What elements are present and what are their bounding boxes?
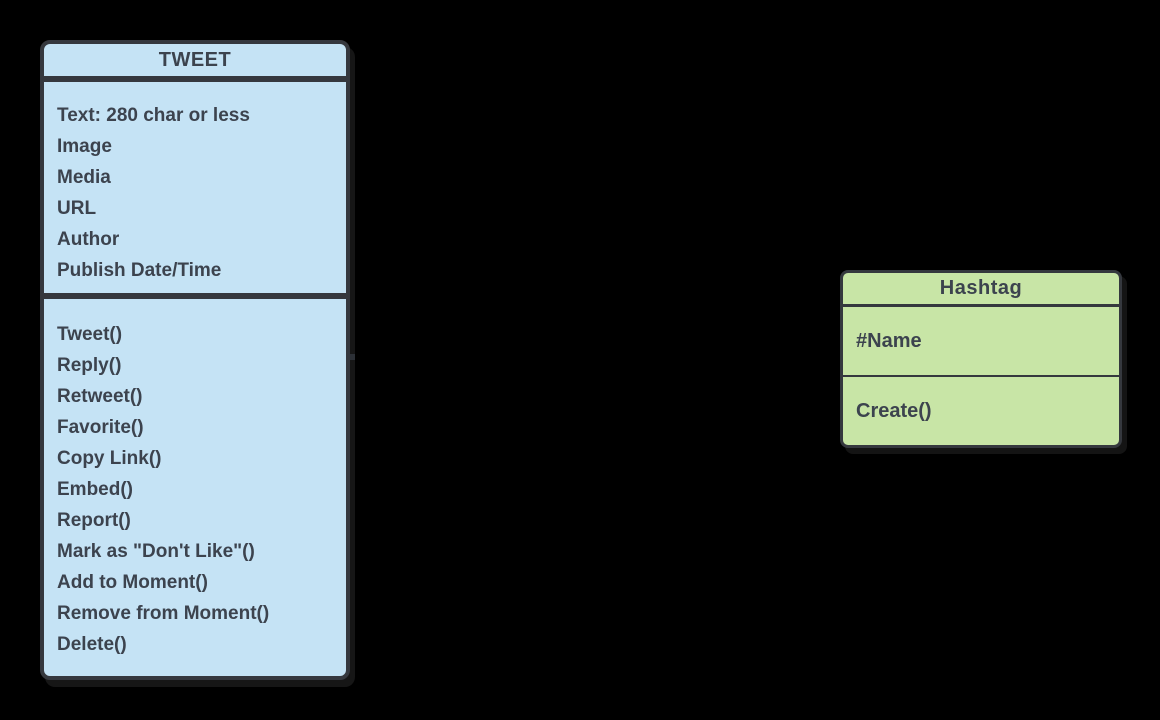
class-method: Embed() (57, 479, 133, 500)
methods-compartment: Tweet() Reply() Retweet() Favorite() Cop… (44, 299, 346, 676)
compartment-divider (843, 374, 1119, 377)
compartment-divider (44, 293, 346, 299)
class-attribute: URL (57, 198, 97, 219)
class-method: Report() (57, 510, 131, 531)
class-method: Favorite() (57, 417, 144, 438)
class-title-hashtag: Hashtag (939, 277, 1023, 299)
class-attribute: Text: 280 char or less (57, 105, 250, 126)
class-title-tweet: TWEET (158, 48, 232, 71)
attributes-compartment: #Name (843, 307, 1119, 375)
class-method: Mark as "Don't Like"() (57, 541, 255, 562)
class-attribute: Media (57, 167, 111, 188)
class-method: Tweet() (57, 324, 123, 345)
class-method: Copy Link() (57, 448, 162, 469)
class-method: Remove from Moment() (57, 603, 270, 624)
class-method: Retweet() (57, 386, 143, 407)
class-method: Create() (856, 400, 932, 422)
class-method: Delete() (57, 634, 127, 655)
class-attribute: Author (57, 229, 120, 250)
attributes-compartment: Text: 280 char or less Image Media URL A… (44, 82, 346, 293)
class-attribute: Image (57, 136, 112, 157)
connector-stub (350, 354, 355, 360)
compartment-divider (843, 304, 1119, 307)
class-node-hashtag[interactable]: Hashtag #Name Create() (840, 270, 1122, 448)
class-attribute: Publish Date/Time (57, 260, 222, 281)
class-node-tweet[interactable]: TWEET Text: 280 char or less Image Media… (40, 40, 350, 680)
class-attribute: #Name (856, 329, 922, 352)
methods-compartment: Create() (843, 377, 1119, 445)
compartment-divider (44, 76, 346, 82)
class-method: Reply() (57, 355, 122, 376)
class-method: Add to Moment() (57, 572, 208, 593)
